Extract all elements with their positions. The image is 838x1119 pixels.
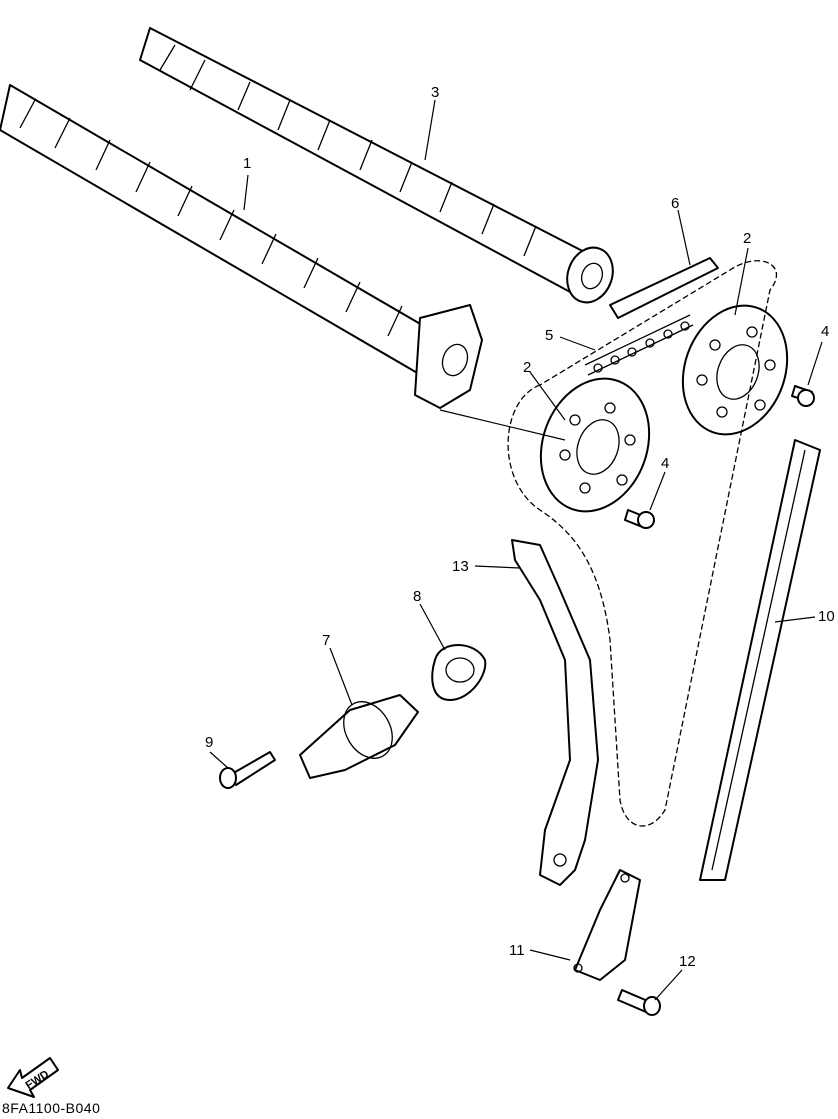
callout-6: 6 (671, 195, 679, 212)
callout-8: 8 (413, 588, 421, 605)
sprocket-left (539, 377, 651, 513)
camshaft-upper (139, 27, 614, 304)
chain-guide-right (699, 439, 821, 881)
chain-tensioner (299, 694, 419, 779)
callout-3: 3 (431, 84, 439, 101)
callout-11: 11 (509, 942, 525, 959)
chain-links (584, 314, 694, 376)
chain-guide-top (609, 257, 719, 319)
callout-9: 9 (205, 734, 213, 751)
callout-2-left: 2 (523, 359, 531, 376)
callout-2-right: 2 (743, 230, 751, 247)
gasket (431, 644, 487, 701)
callout-12: 12 (679, 953, 696, 970)
tensioner-guide (511, 539, 599, 886)
camshaft-lower (0, 84, 483, 409)
callout-10: 10 (818, 608, 835, 625)
bolt-12 (617, 989, 661, 1016)
bolt-4-right (791, 385, 815, 407)
callout-5: 5 (545, 327, 553, 344)
figure-code: 8FA1100-B040 (2, 1100, 101, 1116)
bracket (573, 869, 641, 981)
leader-lines (209, 99, 823, 1001)
sprocket-right (681, 304, 789, 436)
callout-13: 13 (452, 558, 469, 575)
callout-4-right: 4 (821, 323, 829, 340)
timing-chain (507, 260, 777, 827)
callout-4-left: 4 (661, 455, 669, 472)
callout-7: 7 (322, 632, 330, 649)
bolt-9 (219, 751, 276, 789)
bolt-4-left (624, 509, 655, 529)
callout-1: 1 (243, 155, 251, 172)
fwd-arrow-icon: FWD (7, 1057, 59, 1098)
